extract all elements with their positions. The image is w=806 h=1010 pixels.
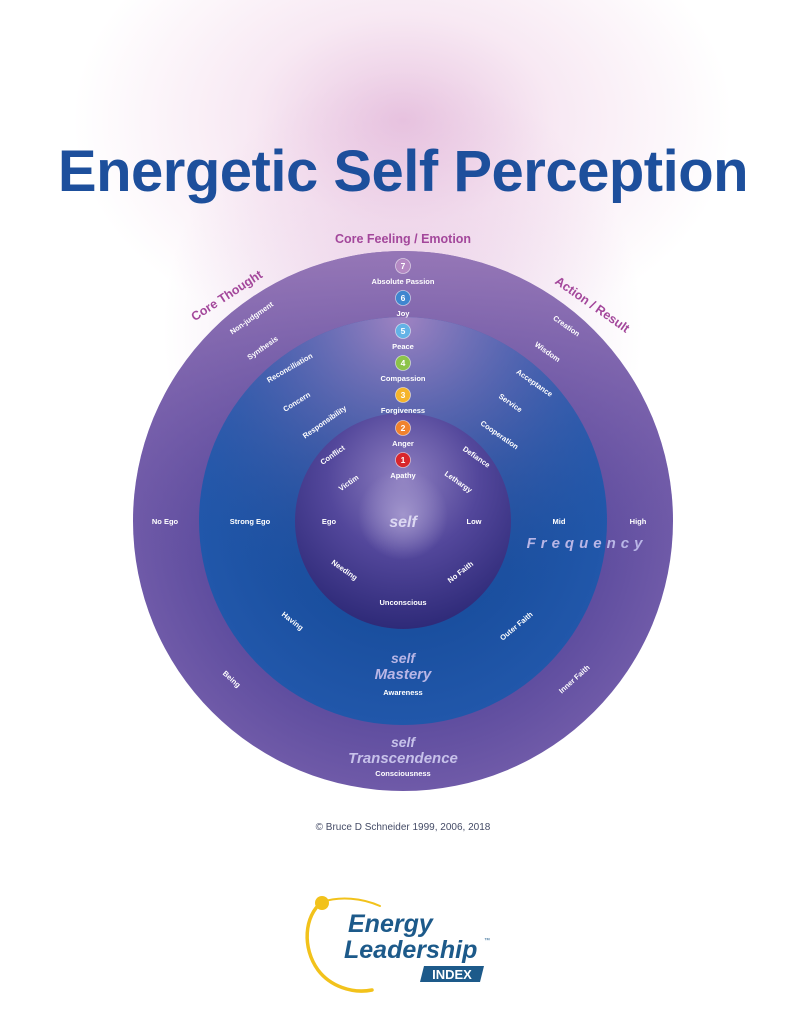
label-high: High xyxy=(630,517,647,526)
label-no-ego: No Ego xyxy=(152,517,179,526)
level-number-5: 5 xyxy=(401,326,406,336)
level-number-4: 4 xyxy=(401,358,406,368)
logo-word-leadership: Leadership xyxy=(344,936,477,964)
level-label-5: Peace xyxy=(392,342,414,351)
logo-arc xyxy=(305,900,374,993)
energy-leadership-logo: Energy Leadership ™ INDEX xyxy=(305,896,490,993)
level-badge-2 xyxy=(395,420,411,436)
level-label-4: Compassion xyxy=(380,374,425,383)
core-self-label: self xyxy=(389,514,418,531)
level-label-7: Absolute Passion xyxy=(372,277,435,286)
core-center-glow xyxy=(358,470,448,560)
level-badge-4 xyxy=(395,355,411,371)
label-mid: Mid xyxy=(553,517,566,526)
logo-trademark: ™ xyxy=(484,937,490,944)
level-label-2: Anger xyxy=(392,439,414,448)
mastery-label: Mastery xyxy=(375,666,432,683)
level-badge-3 xyxy=(395,387,411,403)
level-label-1: Apathy xyxy=(390,471,416,480)
level-badge-6 xyxy=(395,290,411,306)
level-badge-5 xyxy=(395,323,411,339)
logo-index-text: INDEX xyxy=(432,967,472,982)
self-perception-wheel: Core Feeling / Emotion Core Thought Acti… xyxy=(133,232,673,791)
logo-index-badge xyxy=(420,966,484,982)
page-title: Energetic Self Perception xyxy=(57,139,749,204)
level-number-1: 1 xyxy=(401,455,406,465)
level-badge-1 xyxy=(395,452,411,468)
frequency-label: Frequency xyxy=(527,535,648,552)
level-badge-7 xyxy=(395,258,411,274)
label-ego: Ego xyxy=(322,517,337,526)
transcendence-label: Transcendence xyxy=(348,750,458,767)
mastery-self-label: self xyxy=(391,650,416,666)
level-number-2: 2 xyxy=(401,423,406,433)
logo-dot-icon xyxy=(315,896,329,910)
level-label-6: Joy xyxy=(397,309,411,318)
transcendence-self-label: self xyxy=(391,734,416,750)
level-number-6: 6 xyxy=(401,293,406,303)
label-low: Low xyxy=(467,517,482,526)
level-number-3: 3 xyxy=(401,390,406,400)
awareness-label: Awareness xyxy=(383,688,422,697)
consciousness-label: Consciousness xyxy=(375,769,430,778)
label-unconscious: Unconscious xyxy=(379,598,426,607)
logo-word-energy: Energy xyxy=(348,910,434,938)
label-strong-ego: Strong Ego xyxy=(230,517,271,526)
copyright-notice: © Bruce D Schneider 1999, 2006, 2018 xyxy=(315,822,491,833)
level-label-3: Forgiveness xyxy=(381,406,425,415)
core-feeling-header: Core Feeling / Emotion xyxy=(335,232,471,246)
level-number-7: 7 xyxy=(401,261,406,271)
